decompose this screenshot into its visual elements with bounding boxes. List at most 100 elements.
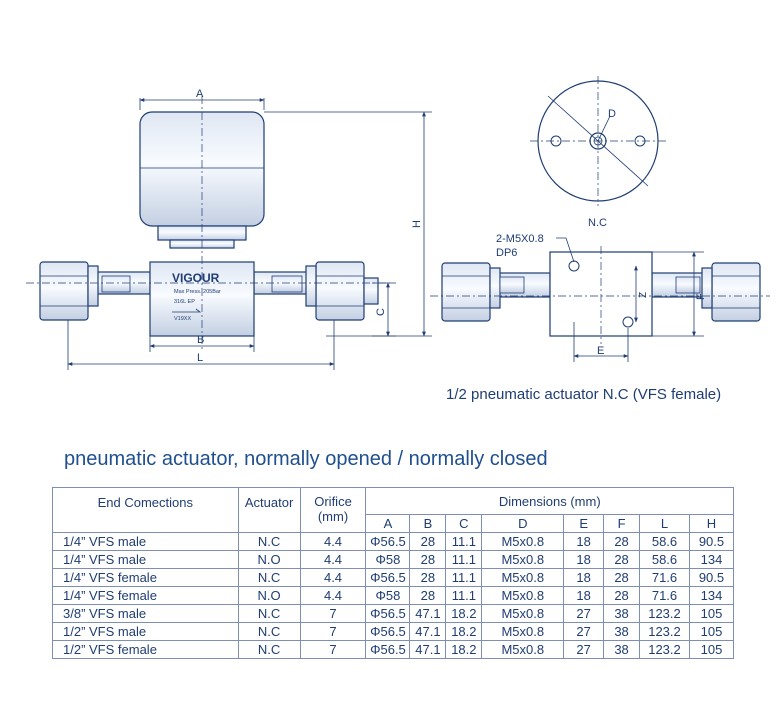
dim-a-label: A <box>196 88 204 100</box>
header-dim-a: A <box>365 514 411 533</box>
cell-dim-l: 123.2 <box>639 604 690 623</box>
header-dimensions: Dimensions (mm) <box>365 487 734 515</box>
header-dim-f: F <box>603 514 641 533</box>
cell-dim-f: 38 <box>603 604 641 623</box>
cell-dim-c: 18.2 <box>445 640 483 659</box>
cell-end-connection: 1/2” VFS female <box>52 640 239 659</box>
dim-h-label: H <box>411 220 423 228</box>
cell-dim-b: 47.1 <box>409 640 447 659</box>
cell-dim-b: 47.1 <box>409 622 447 641</box>
dim-z-label: Z <box>638 292 649 298</box>
cell-dim-h: 90.5 <box>688 568 735 587</box>
cell-dim-h: 134 <box>688 550 735 569</box>
cell-dim-d: M5x0.8 <box>481 640 565 659</box>
cell-dim-f: 28 <box>603 586 641 605</box>
cell-dim-l: 123.2 <box>639 622 690 641</box>
thread-label: 2-M5X0.8 <box>496 233 544 245</box>
cell-dim-h: 105 <box>688 622 735 641</box>
dim-l-label: L <box>197 352 203 364</box>
dimensions-table: End Comections Actuator Orifice (mm) Dim… <box>52 487 735 659</box>
valve-text-line1: Max Press. 205Bar <box>174 289 221 295</box>
cell-dim-f: 38 <box>603 640 641 659</box>
cell-dim-a: Φ58 <box>365 550 411 569</box>
header-actuator: Actuator <box>237 487 301 533</box>
left-nut <box>39 261 89 321</box>
cell-end-connection: 1/4” VFS male <box>52 550 239 569</box>
cell-dim-a: Φ56.5 <box>365 640 411 659</box>
cell-dim-a: Φ56.5 <box>365 532 411 551</box>
cell-dim-l: 58.6 <box>639 532 690 551</box>
cell-dim-a: Φ56.5 <box>365 568 411 587</box>
cell-actuator: N.C <box>237 568 301 587</box>
cell-dim-e: 18 <box>563 568 605 587</box>
cell-dim-l: 71.6 <box>639 568 690 587</box>
cell-dim-c: 11.1 <box>445 586 483 605</box>
cell-end-connection: 1/4” VFS female <box>52 568 239 587</box>
cell-dim-h: 105 <box>688 604 735 623</box>
cell-orifice: 7 <box>299 622 367 641</box>
header-dim-b: B <box>409 514 447 533</box>
cell-dim-c: 18.2 <box>445 622 483 641</box>
cell-dim-h: 105 <box>688 640 735 659</box>
cell-actuator: N.C <box>237 604 301 623</box>
cell-dim-a: Φ56.5 <box>365 604 411 623</box>
header-end-connections: End Comections <box>52 487 239 533</box>
cell-dim-f: 28 <box>603 550 641 569</box>
cell-orifice: 4.4 <box>299 550 367 569</box>
cell-end-connection: 1/2” VFS male <box>52 622 239 641</box>
header-orifice: Orifice (mm) <box>299 487 367 533</box>
cell-dim-c: 11.1 <box>445 532 483 551</box>
cell-dim-f: 38 <box>603 622 641 641</box>
cell-dim-l: 58.6 <box>639 550 690 569</box>
top-view <box>530 76 666 206</box>
cell-dim-d: M5x0.8 <box>481 604 565 623</box>
cell-dim-c: 18.2 <box>445 604 483 623</box>
dim-c-label: C <box>375 308 387 316</box>
header-dim-l: L <box>639 514 690 533</box>
cell-actuator: N.C <box>237 622 301 641</box>
cell-dim-h: 134 <box>688 586 735 605</box>
cell-dim-d: M5x0.8 <box>481 532 565 551</box>
nc-label: N.C <box>588 217 607 229</box>
valve-text-line2: 316L EP <box>174 299 195 305</box>
cell-dim-b: 28 <box>409 586 447 605</box>
cell-dim-d: M5x0.8 <box>481 586 565 605</box>
front-view <box>39 111 379 337</box>
cell-dim-d: M5x0.8 <box>481 568 565 587</box>
header-dim-e: E <box>563 514 605 533</box>
cell-dim-e: 27 <box>563 604 605 623</box>
cell-dim-b: 28 <box>409 532 447 551</box>
cell-dim-a: Φ58 <box>365 586 411 605</box>
cell-dim-e: 18 <box>563 532 605 551</box>
cell-dim-a: Φ56.5 <box>365 622 411 641</box>
dim-d-label: D <box>608 108 616 120</box>
cell-dim-e: 18 <box>563 586 605 605</box>
cell-dim-c: 11.1 <box>445 550 483 569</box>
cell-dim-l: 123.2 <box>639 640 690 659</box>
cell-dim-e: 27 <box>563 622 605 641</box>
cell-orifice: 7 <box>299 640 367 659</box>
cell-dim-d: M5x0.8 <box>481 622 565 641</box>
cell-dim-e: 27 <box>563 640 605 659</box>
cell-actuator: N.C <box>237 640 301 659</box>
cell-dim-l: 71.6 <box>639 586 690 605</box>
depth-label: DP6 <box>496 247 517 259</box>
header-dim-d: D <box>481 514 565 533</box>
cell-dim-b: 28 <box>409 550 447 569</box>
cell-orifice: 4.4 <box>299 586 367 605</box>
cell-end-connection: 3/8” VFS male <box>52 604 239 623</box>
cell-actuator: N.C <box>237 532 301 551</box>
header-dim-c: C <box>445 514 483 533</box>
table-title: pneumatic actuator, normally opened / no… <box>64 448 548 470</box>
cell-dim-h: 90.5 <box>688 532 735 551</box>
cell-actuator: N.O <box>237 586 301 605</box>
cell-dim-c: 11.1 <box>445 568 483 587</box>
brand-label: VIGOUR <box>172 271 220 285</box>
cell-dim-f: 28 <box>603 532 641 551</box>
